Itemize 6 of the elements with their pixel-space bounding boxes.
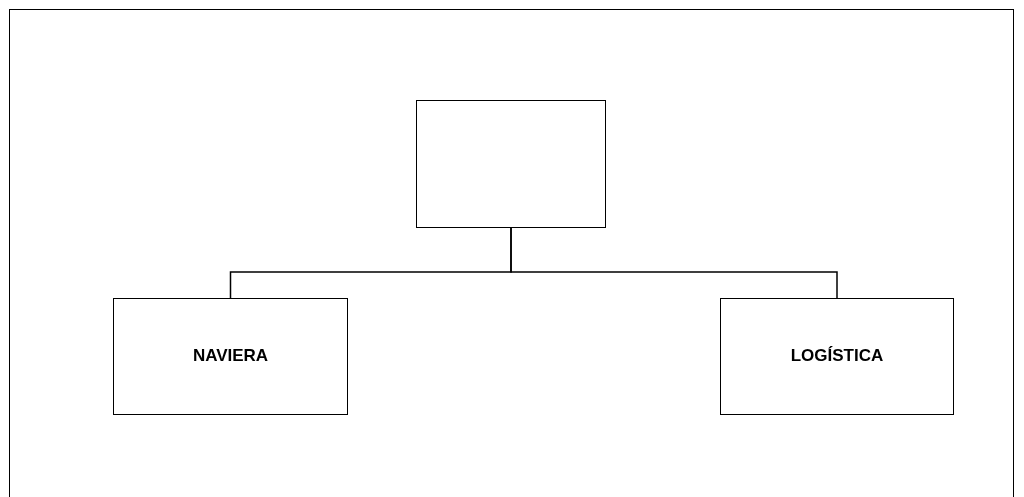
- connector-line: [510, 227, 838, 299]
- box-label: LOGÍSTICA: [790, 345, 884, 368]
- org-box: [720, 298, 954, 415]
- box-label: NAVIERA: [192, 345, 269, 368]
- org-box: [416, 100, 606, 228]
- org-box: [113, 298, 348, 415]
